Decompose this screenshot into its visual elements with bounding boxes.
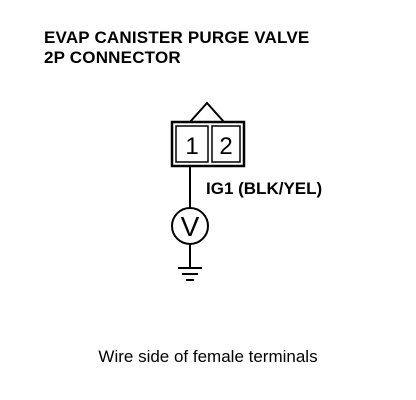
terminal-2-cell bbox=[211, 125, 241, 163]
diagram-title: EVAP CANISTER PURGE VALVE 2P CONNECTOR bbox=[44, 28, 309, 68]
terminal-1-label: 1 bbox=[185, 133, 198, 160]
wire-label: IG1 (BLK/YEL) bbox=[206, 179, 322, 198]
voltmeter-symbol: V bbox=[181, 211, 200, 242]
title-line-2: 2P CONNECTOR bbox=[44, 48, 181, 67]
terminal-1-cell bbox=[175, 125, 209, 163]
terminal-2-label: 2 bbox=[219, 133, 232, 160]
ground-icon bbox=[178, 267, 202, 281]
diagram-caption: Wire side of female terminals bbox=[98, 347, 318, 366]
title-line-1: EVAP CANISTER PURGE VALVE bbox=[44, 28, 310, 47]
connector-lock-tab bbox=[189, 101, 225, 123]
